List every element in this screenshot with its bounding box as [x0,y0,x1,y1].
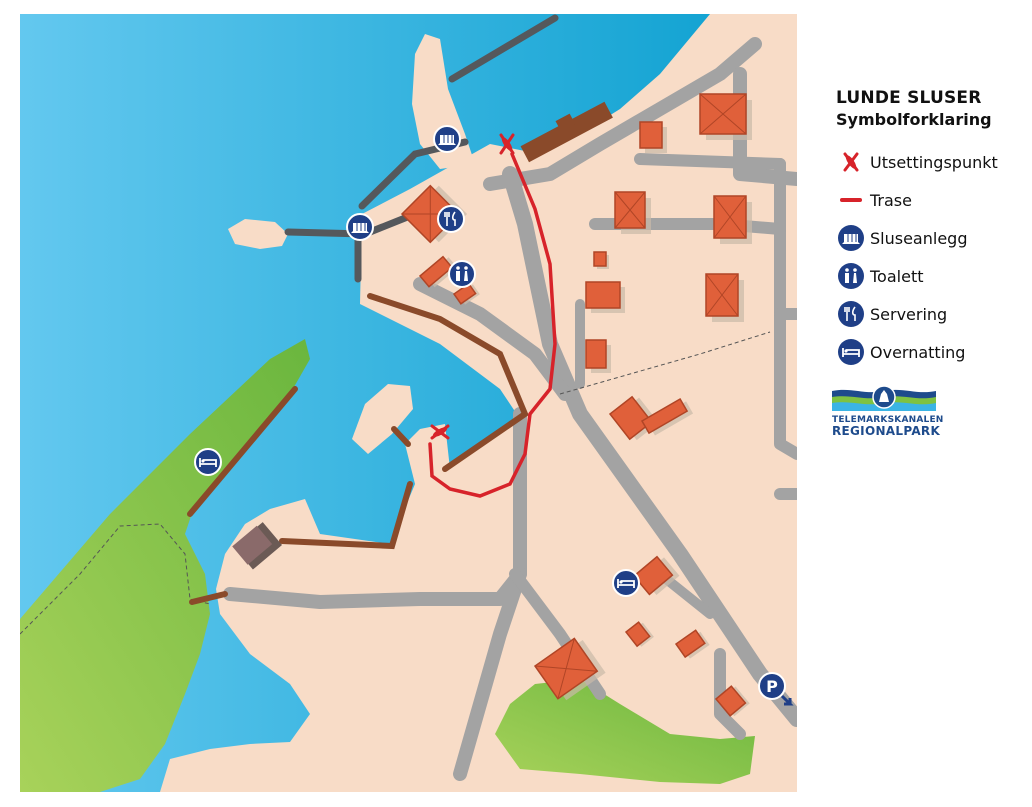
legend-subtitle: Symbolforklaring [836,110,992,129]
lock-icon[interactable] [346,213,374,241]
route-line-icon [836,185,866,215]
bed-icon[interactable] [612,569,640,597]
legend-label: Utsettingspunkt [870,152,998,172]
route-trace [428,152,557,498]
legend-label: Toalett [870,266,924,286]
kayak-launch-icon[interactable] [499,133,515,155]
legend-item-launch: Utsettingspunkt [836,143,1026,181]
logo-emblem [832,385,936,411]
trail-dashed [20,523,211,635]
toilet-icon [836,261,866,291]
bed-icon[interactable] [194,448,222,476]
logo-line1: TELEMARKSKANALEN [832,415,944,425]
regional-park-logo: TELEMARKSKANALEN REGIONALPARK [832,385,944,438]
kayak-launch-icon [836,147,866,177]
legend-item-lock: Sluseanlegg [836,219,1026,257]
legend-item-lodging: Overnatting [836,333,1026,371]
grass-west [20,339,310,792]
grass-south [495,679,755,784]
legend-label: Trase [870,190,912,210]
legend-label: Sluseanlegg [870,228,968,248]
lock-icon [836,223,866,253]
legend-item-route: Trase [836,181,1026,219]
lock-icon[interactable] [433,125,461,153]
map-area[interactable]: P [20,14,797,792]
legend-item-serving: Servering [836,295,1026,333]
toilet-icon[interactable] [448,260,476,288]
cutlery-icon[interactable] [437,205,465,233]
legend-label: Overnatting [870,342,966,362]
cutlery-icon [836,299,866,329]
pier-building [520,101,613,163]
legend-label: Servering [870,304,948,324]
legend-title: LUNDE SLUSER [836,88,982,108]
bed-icon [836,337,866,367]
parking-label: P [766,677,778,696]
kayak-launch-icon[interactable] [430,424,450,440]
legend: LUNDE SLUSER Symbolforklaring Utsettings… [832,88,1026,438]
parking-icon[interactable]: P [758,672,794,706]
left-islet [228,219,288,249]
logo-line2: REGIONALPARK [832,424,941,438]
mid-islet [352,384,413,454]
path-dashed [559,331,771,395]
pier-hut [555,113,576,132]
piers [187,293,529,605]
legend-item-toilet: Toalett [836,257,1026,295]
buildings [232,93,752,717]
